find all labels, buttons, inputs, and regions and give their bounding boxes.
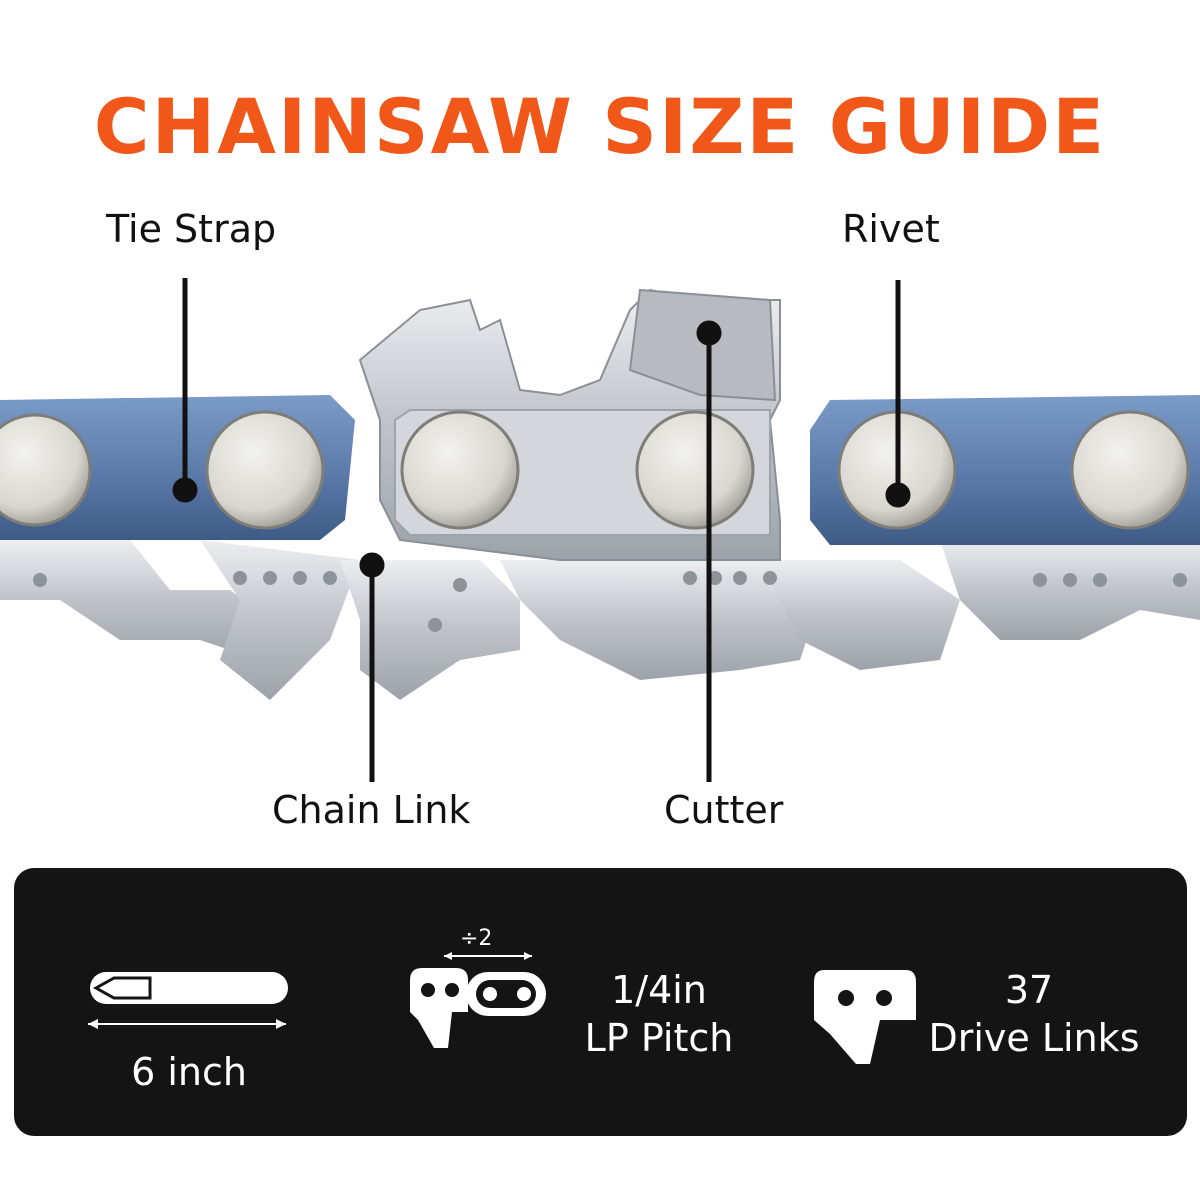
tie-strap-callout-dot: [172, 477, 198, 503]
cutter-label: Cutter: [664, 788, 784, 832]
rivet-label: Rivet: [842, 207, 940, 251]
tie-strap-label: Tie Strap: [106, 207, 277, 251]
chain-link-label: Chain Link: [272, 788, 471, 832]
pitch-label: LP Pitch: [584, 1016, 734, 1060]
drive-links-count: 37: [1004, 968, 1054, 1012]
drive-link-icon: [814, 970, 916, 1064]
drive-links: [0, 540, 1200, 700]
chain-link-callout-dot: [359, 552, 385, 578]
chain-illustration: [0, 278, 1200, 782]
page-title: CHAINSAW SIZE GUIDE: [93, 82, 1107, 171]
pitch-value: 1/4in: [611, 968, 707, 1012]
drive-links-label: Drive Links: [928, 1016, 1140, 1060]
guide-bar-icon: [88, 972, 288, 1029]
rivet-callout-dot: [885, 482, 911, 508]
cutter-callout-dot: [696, 320, 722, 346]
pitch-divider-label: ÷2: [460, 926, 493, 951]
pitch-icon: [410, 952, 546, 1048]
spec-panel: 6 inch ÷2 1/4in LP Pitch 37 Drive Links: [14, 868, 1187, 1136]
rivets: [0, 410, 1190, 530]
bar-length-value: 6 inch: [131, 1050, 247, 1094]
